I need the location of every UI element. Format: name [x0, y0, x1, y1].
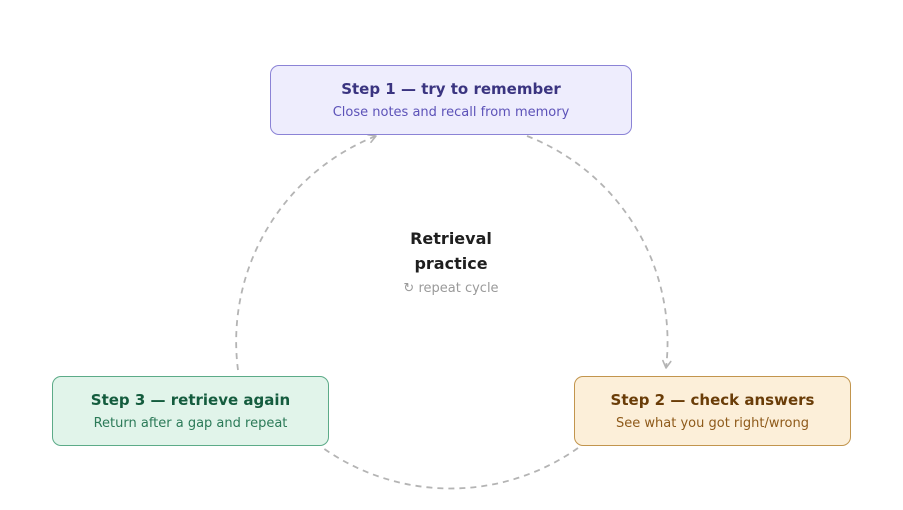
arrow-step2-to-step3	[322, 447, 579, 490]
step-3-box: Step 3 — retrieve again Return after a g…	[52, 376, 329, 446]
step-2-box: Step 2 — check answers See what you got …	[574, 376, 851, 446]
center-title: Retrieval practice	[410, 229, 492, 273]
step-3-description: Return after a gap and repeat	[93, 415, 288, 431]
step-1-title: Step 1 — try to remember	[341, 79, 561, 98]
step-1-box: Step 1 — try to remember Close notes and…	[270, 65, 632, 135]
arrow-step3-to-step1	[235, 134, 377, 371]
repeat-cycle-label: ↻ repeat cycle	[403, 281, 499, 296]
arrow-step1-to-step2	[526, 135, 672, 369]
step-2-description: See what you got right/wrong	[616, 415, 809, 431]
center-label: Retrieval practice ↻ repeat cycle	[351, 226, 551, 298]
step-2-title: Step 2 — check answers	[610, 390, 815, 409]
step-1-description: Close notes and recall from memory	[332, 104, 570, 120]
step-3-title: Step 3 — retrieve again	[90, 390, 291, 409]
